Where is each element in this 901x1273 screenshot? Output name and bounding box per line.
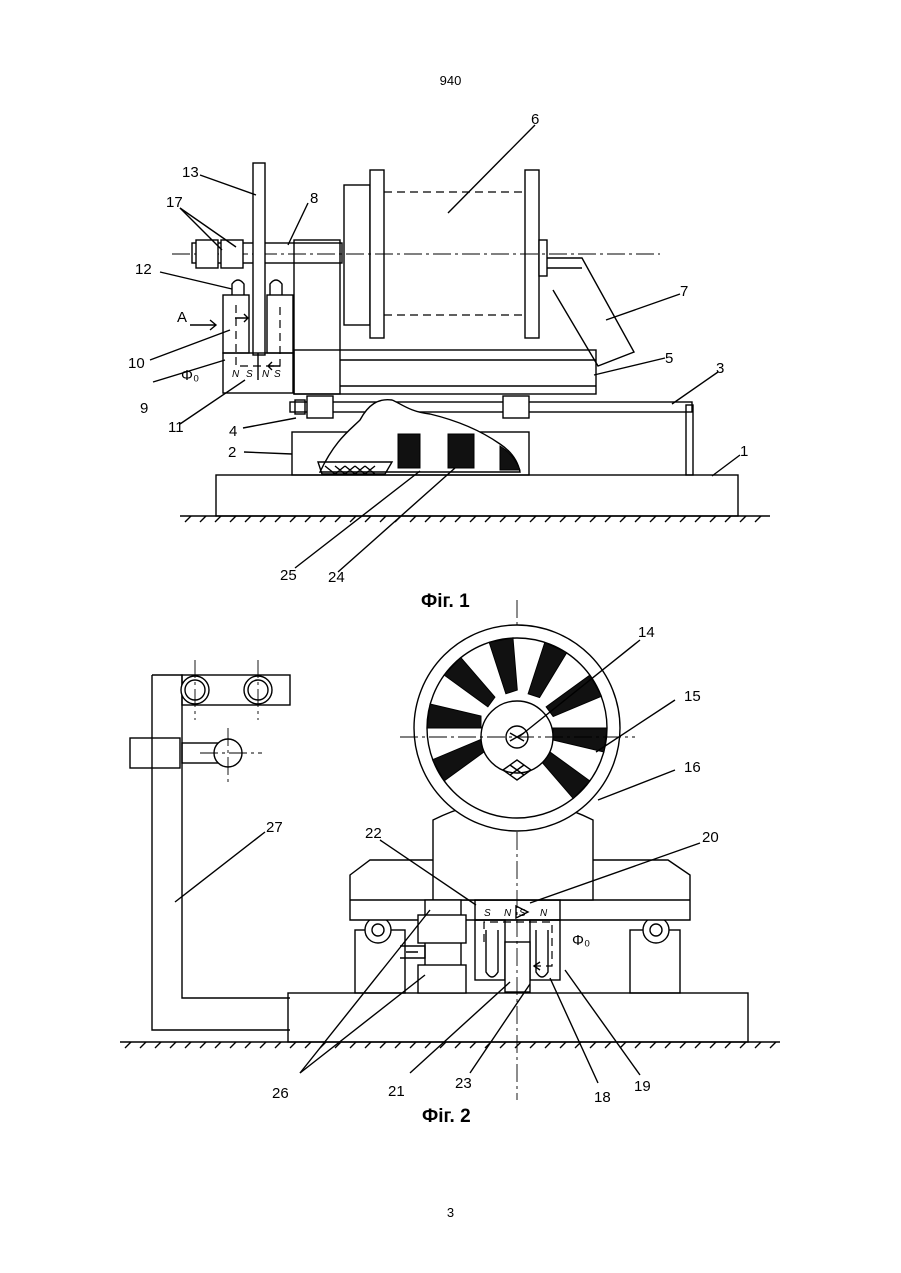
frame <box>152 675 290 1030</box>
carriage <box>294 350 596 394</box>
pole-n-1: N <box>232 369 240 380</box>
center-pole <box>505 942 530 992</box>
gear-1 <box>418 915 466 943</box>
callout-6: 6 <box>531 111 539 128</box>
guide-rod <box>290 402 692 412</box>
magnet-block-2 <box>448 434 474 468</box>
disk <box>253 163 265 355</box>
flux-arrow-left <box>235 314 248 322</box>
callout-25: 25 <box>280 567 297 584</box>
callout-1: 1 <box>740 443 748 460</box>
arrow-a-label: А <box>177 309 187 326</box>
carriage-roller-left <box>365 917 391 943</box>
callout-16: 16 <box>684 759 701 776</box>
coil-left-2 <box>486 930 498 977</box>
coil-right-loop <box>270 280 282 295</box>
core-right-2 <box>530 920 560 980</box>
bearing-1 <box>196 240 218 268</box>
coil-right-2 <box>536 930 548 977</box>
flux-label-fig2: Φ₀ <box>572 932 590 949</box>
figure-2-caption: Фіг. 2 <box>422 1106 471 1127</box>
pole-n-2: N <box>262 369 270 380</box>
callout-21: 21 <box>388 1083 405 1100</box>
callout-23: 23 <box>455 1075 472 1092</box>
drum-flange-left-outer <box>344 185 370 325</box>
shaft-stub <box>130 738 180 768</box>
guide-post <box>686 405 693 475</box>
callout-27: 27 <box>266 819 283 836</box>
base-plate <box>216 475 738 516</box>
figure-2: 14 15 16 27 20 22 Φ₀ 26 21 23 18 19 S N … <box>120 600 780 1127</box>
coil-left-loop <box>232 280 244 295</box>
callout-8: 8 <box>310 190 318 207</box>
magnet-block-1 <box>398 434 420 468</box>
callout-7: 7 <box>680 283 688 300</box>
callout-19: 19 <box>634 1078 651 1095</box>
pole-n-3: N <box>504 908 512 919</box>
callout-4: 4 <box>229 423 237 440</box>
pole-s-1: S <box>246 369 253 380</box>
callout-5: 5 <box>665 350 673 367</box>
pole-s-2: S <box>274 369 281 380</box>
callout-3: 3 <box>716 360 724 377</box>
callout-12: 12 <box>135 261 152 278</box>
callout-20: 20 <box>702 829 719 846</box>
base-block <box>288 993 748 1042</box>
ground-hatching-2 <box>125 1042 776 1048</box>
pole-s-3: S <box>484 908 491 919</box>
callout-24: 24 <box>328 569 345 586</box>
callout-2: 2 <box>228 444 236 461</box>
magnet-block-3 <box>500 446 520 470</box>
callout-9: 9 <box>140 400 148 417</box>
core-left-2 <box>475 920 505 980</box>
rod-nut-left <box>307 396 333 418</box>
carriage-roller-right <box>643 917 669 943</box>
figure-1-caption: Фіг. 1 <box>421 591 470 612</box>
callout-14: 14 <box>638 624 655 641</box>
figure-1: 6 13 8 17 12 7 А 10 5 3 Φ₀ 9 4 11 2 1 25… <box>128 111 770 612</box>
pole-n-4: N <box>540 908 548 919</box>
ground-hatching <box>185 516 761 522</box>
page-number-bottom: 3 <box>0 1205 901 1220</box>
pole-s-4: S <box>519 908 526 919</box>
arrow-a <box>190 320 216 330</box>
gear-2 <box>418 965 466 993</box>
callout-26: 26 <box>272 1085 289 1102</box>
callout-11: 11 <box>168 419 184 436</box>
leader-lines-fig1 <box>150 125 740 572</box>
callout-13: 13 <box>182 164 199 181</box>
callout-15: 15 <box>684 688 701 705</box>
callout-22: 22 <box>365 825 382 842</box>
callout-10: 10 <box>128 355 145 372</box>
callout-18: 18 <box>594 1089 611 1106</box>
drum-hub-right <box>539 240 547 276</box>
callout-17: 17 <box>166 194 183 211</box>
flux-label-fig1: Φ₀ <box>181 367 199 384</box>
rod-nut-right <box>503 396 529 418</box>
